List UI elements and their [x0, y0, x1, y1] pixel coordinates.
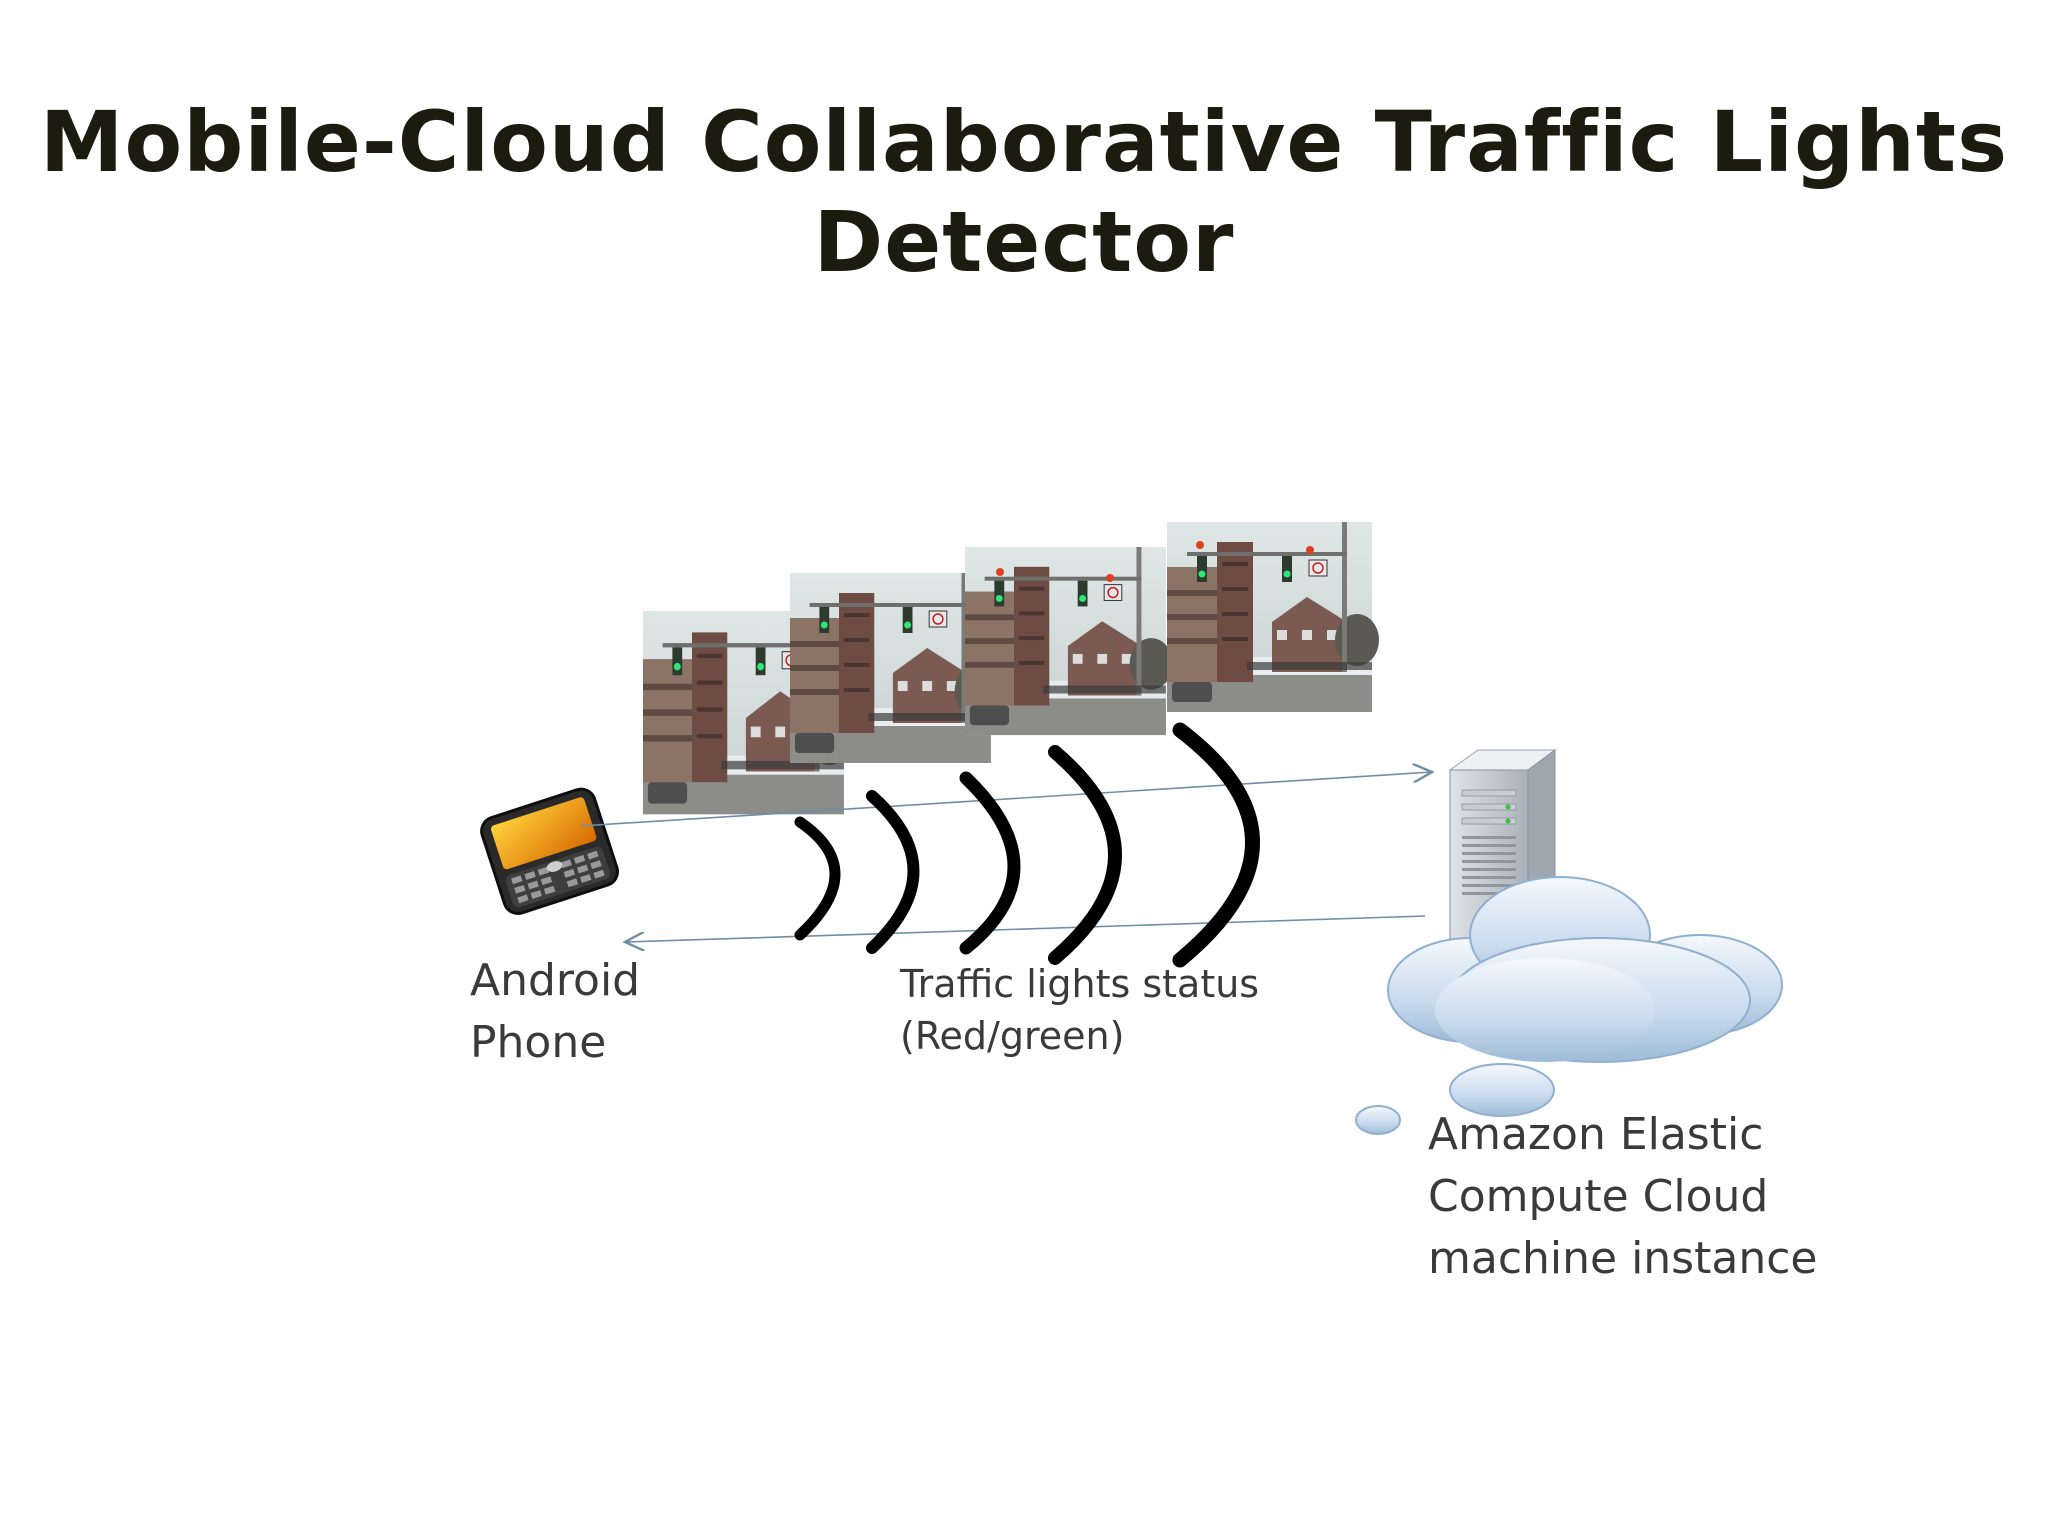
cloud-label-line-3: machine instance: [1428, 1233, 1818, 1284]
traffic-status-label: Traffic lights status (Red/green): [900, 958, 1259, 1062]
title-line-2: Detector: [813, 193, 1235, 291]
android-phone-label: Android Phone: [470, 950, 640, 1074]
cloud-label-line-1: Amazon Elastic: [1428, 1109, 1764, 1160]
upload-arrow: [579, 772, 1432, 827]
status-label-line-1: Traffic lights status: [900, 962, 1260, 1006]
status-return-arrow: [625, 915, 1426, 942]
phone-label-line-2: Phone: [470, 1017, 607, 1068]
camera-frame-4: [1166, 521, 1380, 713]
android-phone-icon: [480, 787, 619, 915]
cloud-instance-label: Amazon Elastic Compute Cloud machine ins…: [1428, 1104, 1817, 1290]
cloud-icon: [1355, 876, 1783, 1135]
cloud-label-line-2: Compute Cloud: [1428, 1171, 1769, 1222]
status-label-line-2: (Red/green): [900, 1014, 1125, 1058]
title-line-1: Mobile-Cloud Collaborative Traffic Light…: [39, 93, 2009, 191]
slide-title: Mobile-Cloud Collaborative Traffic Light…: [0, 92, 2048, 292]
camera-frame-3: [964, 546, 1174, 736]
wireless-signal-waves: [794, 722, 1260, 968]
phone-label-line-1: Android: [470, 955, 641, 1006]
